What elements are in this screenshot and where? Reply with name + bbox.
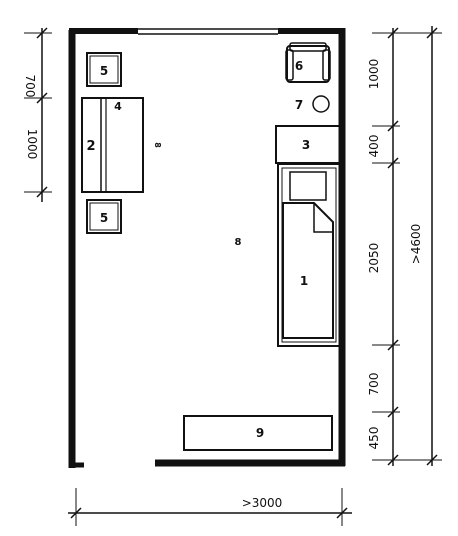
right-dimension: 1000 400 2050 700 450 >4600 <box>367 26 442 466</box>
round-table: 7 <box>295 95 330 113</box>
dim-right-3: 2050 <box>367 243 381 274</box>
wardrobe-block: 2 4 <box>81 97 144 193</box>
label-nightstand: 3 <box>302 138 310 152</box>
label-wardrobe: 2 <box>86 139 95 154</box>
dim-right-1: 1000 <box>367 59 381 90</box>
dim-left-top: 700 <box>23 75 37 98</box>
label-small-mark: 8 <box>153 142 162 148</box>
stool-top: 5 <box>86 52 122 87</box>
dim-right-5: 450 <box>367 427 381 450</box>
room-walls <box>68 28 346 468</box>
label-bed: 1 <box>300 274 308 288</box>
bed: 1 <box>277 163 341 347</box>
dim-bottom-width: >3000 <box>242 496 283 510</box>
dim-right-4: 700 <box>367 373 381 396</box>
label-desk: 9 <box>256 426 264 440</box>
label-stool-bottom: 5 <box>100 211 108 225</box>
armchair: 6 <box>285 42 331 83</box>
nightstand: 3 <box>275 125 342 164</box>
label-room-center: 8 <box>235 237 242 248</box>
label-stool-top: 5 <box>100 64 108 78</box>
dim-right-total: >4600 <box>409 224 423 265</box>
label-armchair: 6 <box>295 59 303 73</box>
dim-left-bottom: 1000 <box>25 129 39 160</box>
stool-bottom: 5 <box>86 199 122 234</box>
label-round-table: 7 <box>295 98 303 112</box>
dim-right-2: 400 <box>367 135 381 158</box>
left-dimension: 700 1000 <box>23 27 52 202</box>
bottom-dimension: >3000 <box>68 488 352 526</box>
label-dresser: 4 <box>114 100 122 113</box>
furniture: 5 2 4 8 5 6 7 <box>81 42 342 451</box>
desk: 9 <box>183 415 333 451</box>
